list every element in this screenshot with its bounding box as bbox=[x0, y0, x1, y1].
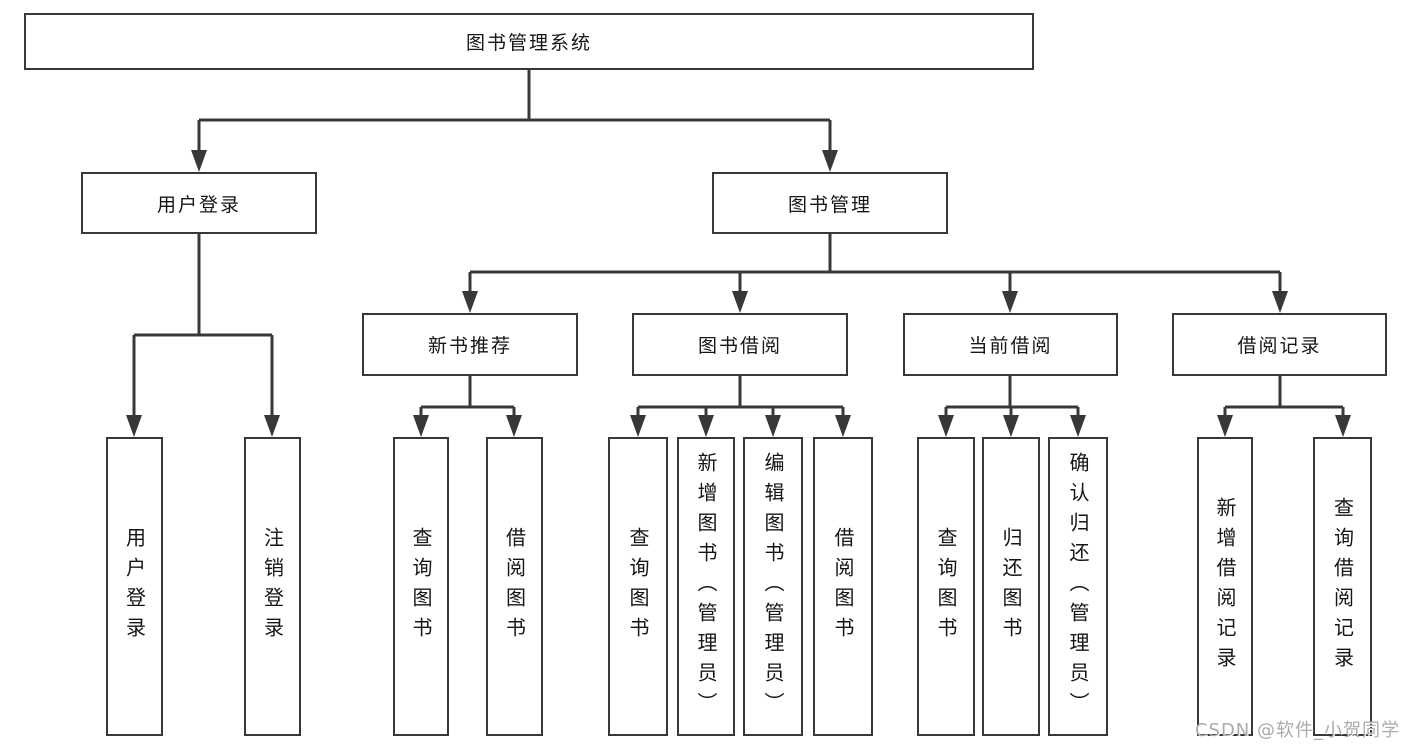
leaf-user-login: 用户登录 bbox=[106, 437, 163, 736]
node-new-book-recommend: 新书推荐 bbox=[362, 313, 578, 376]
leaf-label: 查询图书 bbox=[409, 526, 433, 647]
leaf-label: 归还图书 bbox=[999, 526, 1023, 647]
leaf-edit-book-admin: 编辑图书（管理员） bbox=[743, 437, 803, 736]
node-book-borrowing: 图书借阅 bbox=[632, 313, 848, 376]
leaf-label: 确认归还（管理员） bbox=[1066, 451, 1090, 722]
leaf-query-book-current: 查询图书 bbox=[917, 437, 975, 736]
leaf-return-book: 归还图书 bbox=[982, 437, 1040, 736]
connector-lines bbox=[132, 70, 1345, 417]
node-current-borrowing: 当前借阅 bbox=[903, 313, 1118, 376]
leaf-label: 用户登录 bbox=[122, 526, 147, 647]
leaf-add-book-admin: 新增图书（管理员） bbox=[677, 437, 735, 736]
leaf-label: 注销登录 bbox=[260, 526, 285, 647]
leaf-query-borrow-record: 查询借阅记录 bbox=[1313, 437, 1372, 736]
leaf-label: 编辑图书（管理员） bbox=[761, 451, 785, 722]
leaf-label: 查询图书 bbox=[626, 526, 650, 647]
node-book-management-module: 图书管理 bbox=[712, 172, 948, 234]
leaf-label: 借阅图书 bbox=[502, 526, 527, 647]
leaf-logout: 注销登录 bbox=[244, 437, 301, 736]
leaf-borrow-book-recommend: 借阅图书 bbox=[486, 437, 543, 736]
leaf-label: 新增借阅记录 bbox=[1213, 496, 1237, 677]
arrowhead-icons bbox=[126, 150, 1351, 437]
leaf-label: 新增图书（管理员） bbox=[694, 451, 718, 722]
leaf-confirm-return-admin: 确认归还（管理员） bbox=[1048, 437, 1108, 736]
node-root-system: 图书管理系统 bbox=[24, 13, 1034, 70]
csdn-watermark: CSDN @软件_小贺同学 bbox=[1194, 720, 1400, 741]
leaf-query-book-recommend: 查询图书 bbox=[393, 437, 449, 736]
leaf-borrow-book: 借阅图书 bbox=[813, 437, 873, 736]
leaf-query-book-borrowing: 查询图书 bbox=[608, 437, 668, 736]
leaf-label: 查询借阅记录 bbox=[1330, 496, 1355, 677]
node-user-login-module: 用户登录 bbox=[81, 172, 317, 234]
leaf-label: 借阅图书 bbox=[831, 526, 855, 647]
leaf-add-borrow-record: 新增借阅记录 bbox=[1197, 437, 1253, 736]
leaf-label: 查询图书 bbox=[934, 526, 958, 647]
node-borrowing-records: 借阅记录 bbox=[1172, 313, 1387, 376]
